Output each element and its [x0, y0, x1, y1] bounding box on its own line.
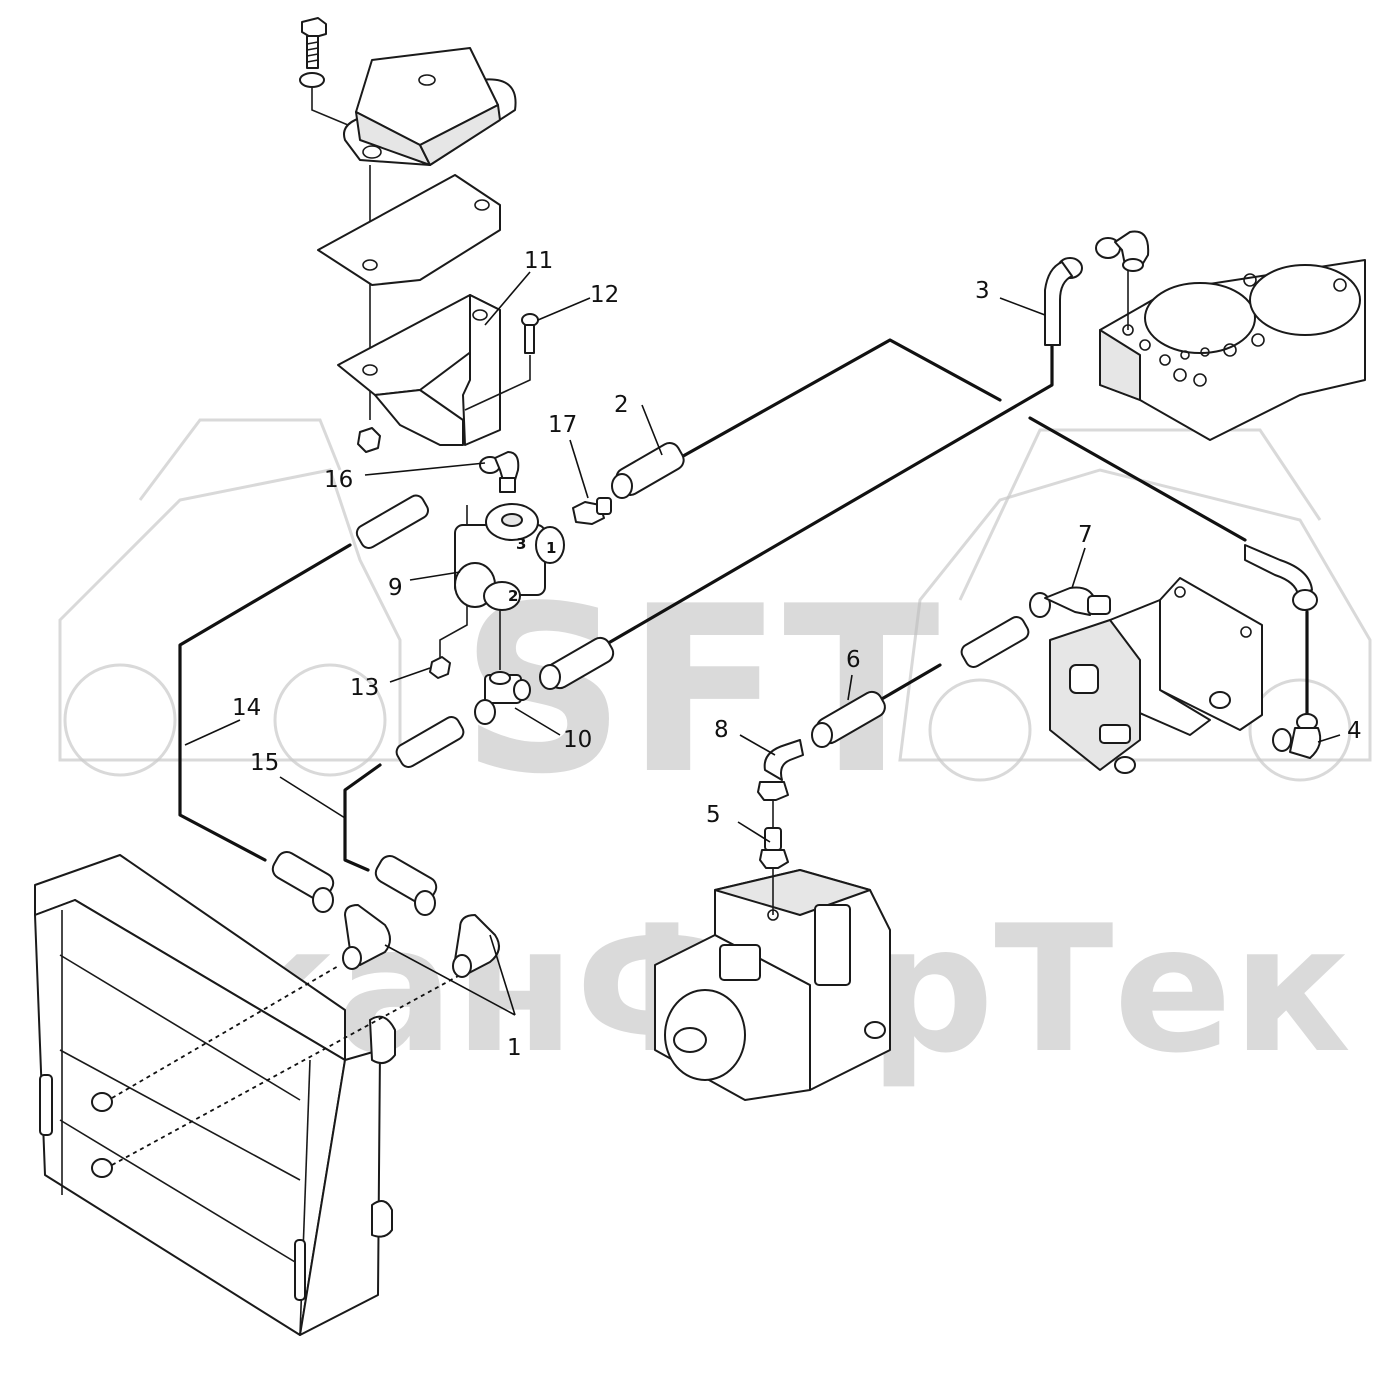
callout-8: 8: [714, 717, 729, 743]
rubber-mount-assembly: [299, 17, 539, 453]
watermark-logo: SFT: [460, 558, 940, 825]
callout-14: 14: [232, 695, 261, 721]
elbow-fittings-1: [342, 904, 500, 978]
hose-end-15-lower: [374, 855, 438, 916]
callout-4: 4: [1347, 718, 1362, 744]
washer-top: [299, 72, 325, 88]
hose-end-6-lower: [811, 690, 886, 748]
callout-1: 1: [507, 1035, 522, 1061]
adapter-fitting-5: [759, 800, 789, 915]
spacer-plate: [317, 174, 501, 286]
hose-end-3-upper: [1044, 261, 1073, 346]
callout-5: 5: [706, 802, 721, 828]
callout-16: 16: [324, 467, 353, 493]
engine-block: [1099, 259, 1366, 441]
callout-7: 7: [1078, 522, 1093, 548]
hose-14: [178, 543, 352, 862]
callout-17: 17: [548, 412, 577, 438]
callout-15: 15: [250, 750, 279, 776]
callout-2: 2: [614, 392, 629, 418]
engine-bolt-holes: [1122, 273, 1347, 387]
screw-12: [464, 313, 539, 411]
hydraulic-motor-7: [1049, 577, 1263, 774]
elbow-fitting-16: [479, 451, 520, 493]
callout-9: 9: [388, 575, 403, 601]
nut-bracket: [357, 427, 381, 453]
elbow-fitting-8: [757, 739, 804, 801]
elbow-fitting-4: [1272, 713, 1322, 759]
tee-fitting-10: [474, 671, 531, 725]
engine-elbow-fitting: [1057, 230, 1150, 279]
callout-3: 3: [975, 278, 990, 304]
hose-6: [878, 663, 942, 702]
radiator-cooler: [34, 854, 461, 1336]
hose-end-2: [611, 442, 685, 499]
nut-13: [429, 656, 451, 679]
hose-end-6-upper: [960, 616, 1030, 668]
callout-11: 11: [524, 248, 553, 274]
rubber-mount: [343, 47, 517, 166]
hose-end-14-top: [355, 494, 429, 549]
callout-13: 13: [350, 675, 379, 701]
callout-6: 6: [846, 647, 861, 673]
hose-end-2-right: [1244, 544, 1318, 611]
elbow-fitting-7: [1029, 586, 1111, 618]
hose-end-3-lower: [539, 636, 615, 690]
valve-port-3: 3: [516, 535, 526, 553]
valve-port-2: 2: [508, 587, 518, 605]
nipple-17: [572, 497, 612, 525]
hose-end-14-lower: [271, 851, 335, 913]
callout-12: 12: [590, 282, 619, 308]
bracket-11: [337, 294, 501, 446]
valve-port-1: 1: [546, 539, 556, 557]
hose-3: [603, 343, 1054, 647]
valve-block-9: 3 1 2: [439, 503, 565, 670]
leader-lines: [184, 271, 1341, 1016]
bolt-top: [301, 17, 327, 69]
hydraulic-pump: [654, 869, 891, 1101]
watermark-tractor-left: [58, 418, 402, 777]
callout-labels: 1 2 3 4 5 6 7 8 9 10 11 12 13 14 15 16 1…: [232, 248, 1362, 1061]
callout-10: 10: [563, 727, 592, 753]
hose-2: [683, 338, 1247, 542]
watermark-tractor-right: [898, 428, 1372, 782]
hose-end-15-top: [395, 716, 465, 768]
hose-15: [343, 763, 382, 872]
